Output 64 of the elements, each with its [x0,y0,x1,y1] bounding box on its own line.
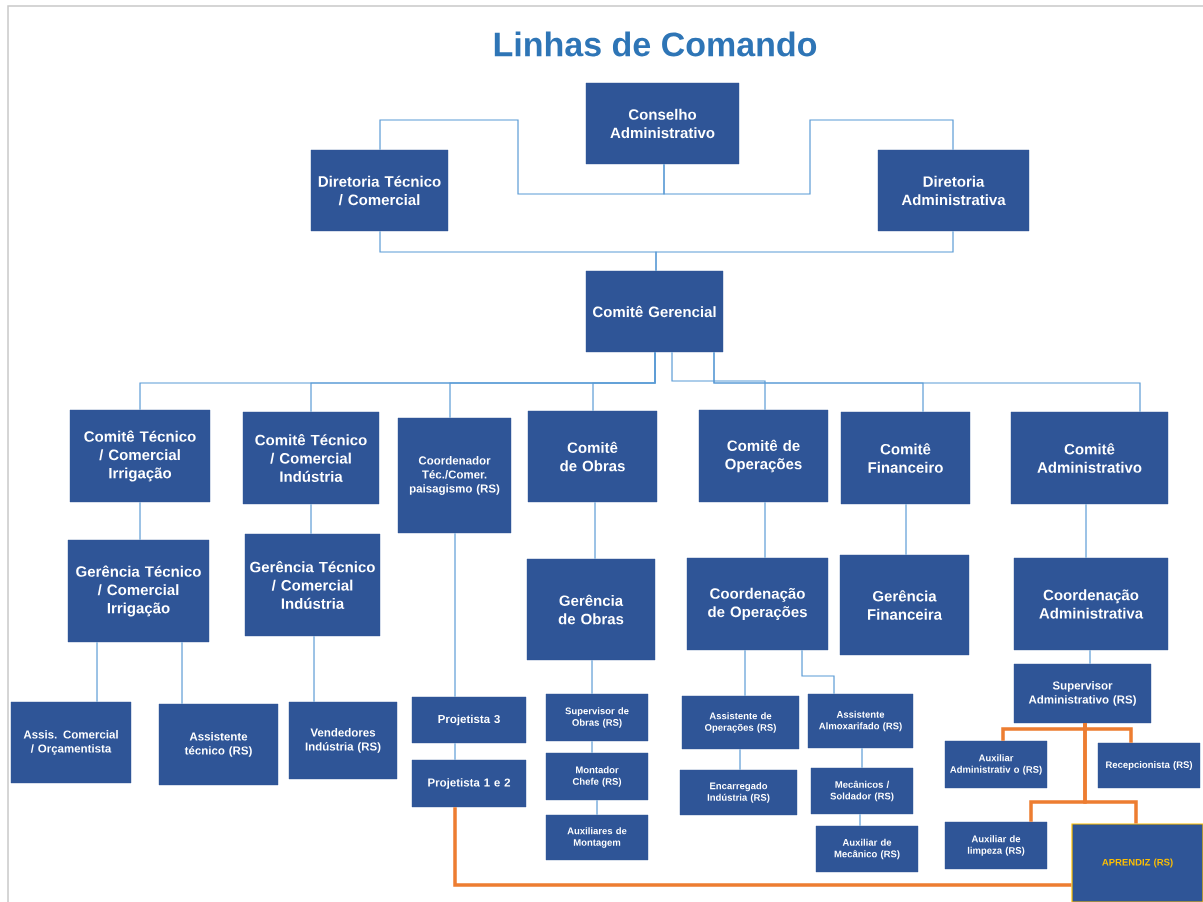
position-box: Assistente de Operações (RS) [681,695,800,750]
connector-line [596,799,598,816]
connector-line [591,659,593,695]
connector-line [713,351,1141,413]
position-box: Comitê Gerencial [585,270,724,353]
position-box: Assistente técnico (RS) [158,703,279,786]
position-box: Auxiliar de limpeza (RS) [944,821,1048,870]
position-box: Gerência Técnico / Comercial Indústria [244,533,381,637]
position-box: Conselho Administrativo [585,82,740,165]
position-box: Diretoria Administrativa [877,149,1030,232]
connector-line [591,740,593,754]
position-box: Diretoria Técnico / Comercial [310,149,449,232]
position-box: Assistente Almoxarifado (RS) [807,693,914,749]
position-box: Supervisor de Obras (RS) [545,693,649,742]
position-box: Projetista 1 e 2 [411,759,527,808]
position-box: Vendedores Indústria (RS) [288,701,398,780]
position-box: Coordenação de Operações [686,557,829,651]
connector-line [1085,503,1087,559]
position-box: Comitê Financeiro [840,411,971,505]
position-box: Auxiliar Administrativ o (RS) [944,740,1048,789]
connector-line [905,503,907,556]
connector-line [181,641,183,705]
connector-line [801,649,835,695]
connector-line [594,501,596,560]
position-box: Gerência Técnico / Comercial Irrigação [67,539,210,643]
position-box: Auxiliar de Mecânico (RS) [815,825,919,873]
connector-line [454,742,456,761]
position-box: Comitê Técnico / Comercial Indústria [242,411,380,505]
position-box: Comitê Técnico / Comercial Irrigação [69,409,211,503]
position-box: Mecânicos / Soldador (RS) [810,767,914,815]
position-box: Coordenador Téc./Comer. paisagismo (RS) [397,417,512,534]
connector-line [861,747,863,769]
position-box: Coordenação Administrativa [1013,557,1169,651]
title: Linhas de Comando [494,31,817,57]
connector-line [310,503,312,535]
position-box: Projetista 3 [411,696,527,744]
position-box: Gerência Financeira [839,554,970,656]
position-box: Supervisor Administrativo (RS) [1013,663,1152,724]
position-box: Assis. Comercial / Orçamentista [10,701,132,784]
connector-line [1089,649,1091,665]
connector-line [671,351,766,411]
position-box: Recepcionista (RS) [1097,742,1201,789]
connector-line [655,230,954,272]
connector-line [454,532,456,698]
position-box: Auxiliares de Montagem [545,814,649,861]
position-box: Comitê de Obras [527,410,658,503]
connector-line [764,501,766,559]
connector-line [453,807,1072,887]
connector-line [1083,723,1138,824]
connector-line [592,351,656,412]
connector-line [663,119,954,195]
position-box: Gerência de Obras [526,558,656,661]
connector-line [859,813,861,827]
connector-line [739,748,741,771]
connector-line [313,635,315,703]
connector-line [744,649,746,697]
connector-line [139,501,141,541]
position-box: APRENDIZ (RS) [1071,823,1203,902]
connector-line [379,119,665,195]
connector-line [96,641,98,703]
position-box: Comitê de Operações [698,409,829,503]
position-box: Comitê Administrativo [1010,411,1169,505]
position-box: Montador Chefe (RS) [545,752,649,801]
position-box: Encarregado Indústria (RS) [679,769,798,816]
